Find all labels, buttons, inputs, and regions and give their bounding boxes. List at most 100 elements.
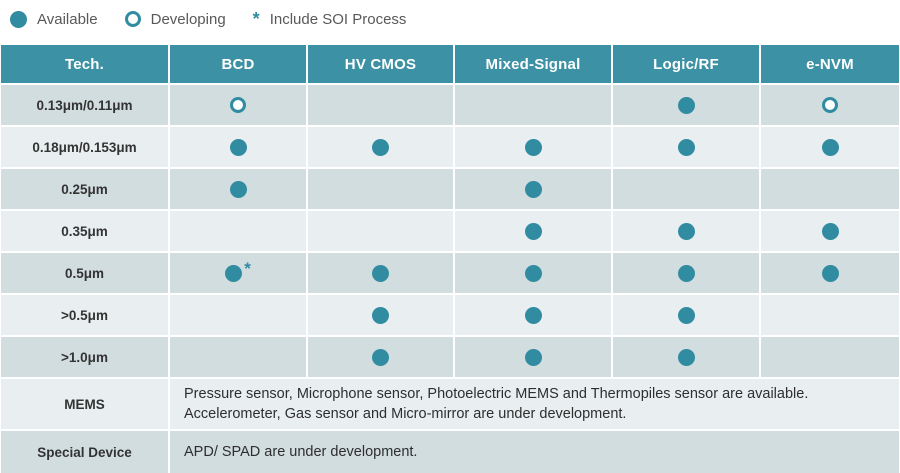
available-dot-icon [372,264,389,282]
empty-cell [170,295,306,335]
status-cell [613,127,759,167]
status-cell [613,85,759,125]
status-cell [455,337,611,377]
table-row: Special Device APD/ SPAD are under develo… [1,431,899,473]
legend-item-available: Available [10,10,98,28]
table-row: MEMS Pressure sensor, Microphone sensor, … [1,379,899,429]
available-dot-icon [524,138,542,156]
empty-cell [170,337,306,377]
empty-cell [761,295,899,335]
legend-soi-label: Include SOI Process [269,10,407,28]
empty-cell [455,85,611,125]
status-cell [455,127,611,167]
status-cell: * [170,253,306,293]
row-label: 0.18μm/0.153μm [1,127,168,167]
row-label: Special Device [1,431,168,473]
empty-cell [761,337,899,377]
row-label: 0.13μm/0.11μm [1,85,168,125]
status-cell [308,127,453,167]
description-line: Pressure sensor, Microphone sensor, Phot… [184,386,809,402]
status-cell [455,253,611,293]
status-cell [170,85,306,125]
table-row: >1.0μm [1,337,899,377]
developing-dot-icon [124,11,141,27]
available-dot-icon [677,96,695,114]
available-dot-icon [524,306,542,324]
status-cell [455,169,611,209]
status-cell [761,85,899,125]
status-cell [761,211,899,251]
legend-item-developing: Developing [124,10,226,28]
column-header: HV CMOS [308,45,453,83]
available-dot-icon [229,138,247,156]
column-header: Tech. [1,45,168,83]
legend: Available Developing * Include SOI Proce… [10,7,900,31]
status-cell [613,211,759,251]
column-header: BCD [170,45,306,83]
column-header: Mixed-Signal [455,45,611,83]
status-cell [308,253,453,293]
row-label: 0.5μm [1,253,168,293]
available-dot-icon [677,348,695,366]
available-dot-icon [372,306,389,324]
status-cell [308,295,453,335]
available-dot-icon [372,348,389,366]
description-line: APD/ SPAD are under development. [184,444,418,460]
status-cell [170,169,306,209]
available-dot-icon [677,306,695,324]
row-label: 0.25μm [1,169,168,209]
row-label: 0.35μm [1,211,168,251]
column-header: e-NVM [761,45,899,83]
column-header: Logic/RF [613,45,759,83]
empty-cell [308,211,453,251]
available-dot-icon [524,264,542,282]
available-dot-icon [821,138,839,156]
available-dot-icon [677,138,695,156]
row-description: APD/ SPAD are under development. [170,431,899,473]
row-label: MEMS [1,379,168,429]
status-cell [613,337,759,377]
developing-dot-icon [230,97,246,113]
status-cell [761,253,899,293]
empty-cell [613,169,759,209]
table-row: >0.5μm [1,295,899,335]
status-cell [761,127,899,167]
description-line: Accelerometer, Gas sensor and Micro-mirr… [184,406,627,422]
row-label: >1.0μm [1,337,168,377]
table-row: 0.5μm * [1,253,899,293]
available-dot-icon [677,222,695,240]
table-row: 0.13μm/0.11μm [1,85,899,125]
table-row: 0.25μm [1,169,899,209]
empty-cell [761,169,899,209]
asterisk-icon: * [252,9,260,29]
legend-available-label: Available [37,10,98,28]
status-cell [308,337,453,377]
developing-dot-icon [822,97,838,113]
status-cell [455,295,611,335]
empty-cell [170,211,306,251]
available-dot-icon [10,10,27,28]
table-row: 0.35μm [1,211,899,251]
legend-item-soi: * Include SOI Process [253,10,407,28]
legend-developing-label: Developing [150,10,226,28]
available-dot-icon [524,180,542,198]
status-cell [455,211,611,251]
available-dot-icon [372,138,389,156]
available-dot-icon [821,264,839,282]
available-dot-icon [524,348,542,366]
row-label: >0.5μm [1,295,168,335]
available-dot-icon [821,222,839,240]
available-dot-icon [524,222,542,240]
soi-asterisk-icon: * [244,258,251,278]
status-cell [613,295,759,335]
empty-cell [308,85,453,125]
row-description: Pressure sensor, Microphone sensor, Phot… [170,379,899,429]
empty-cell [308,169,453,209]
available-dot-icon [225,264,243,282]
status-cell [170,127,306,167]
available-dot-icon [677,264,695,282]
status-cell [613,253,759,293]
